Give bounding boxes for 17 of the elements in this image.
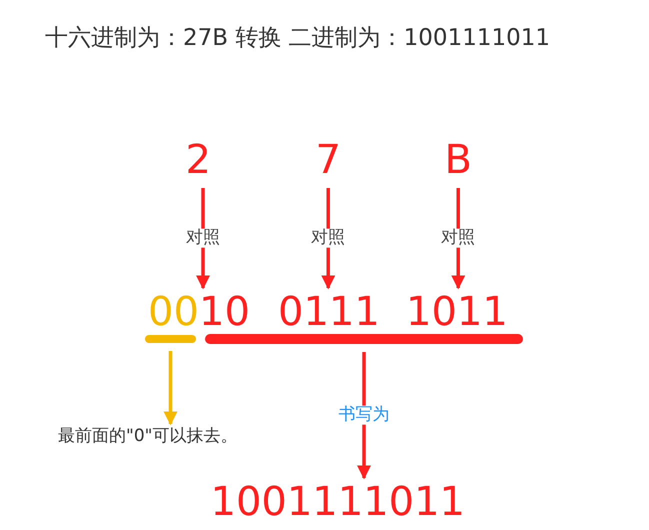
title: 十六进制为：27B 转换 二进制为：1001111011 [45, 27, 550, 50]
digit-text: 2 [186, 140, 211, 180]
edge-label: 书写为 [338, 406, 390, 424]
digit-text: 0111 [278, 292, 380, 332]
edge-label: 对照 [186, 228, 220, 248]
digit-text: 1011 [406, 292, 508, 332]
arrow [164, 351, 178, 426]
digit-text: 00 [148, 292, 199, 332]
digit-text: 7 [316, 140, 341, 180]
digit-text: 10 [199, 292, 250, 332]
digit-text: 1001111011 [210, 482, 465, 522]
edge-label: 对照 [311, 228, 346, 248]
note-text: 最前面的"0"可以抹去。 [58, 428, 238, 445]
underline-bar [145, 335, 196, 343]
underline-bar [205, 334, 523, 344]
digit-text: B [444, 140, 472, 180]
edge-label: 对照 [441, 228, 476, 248]
